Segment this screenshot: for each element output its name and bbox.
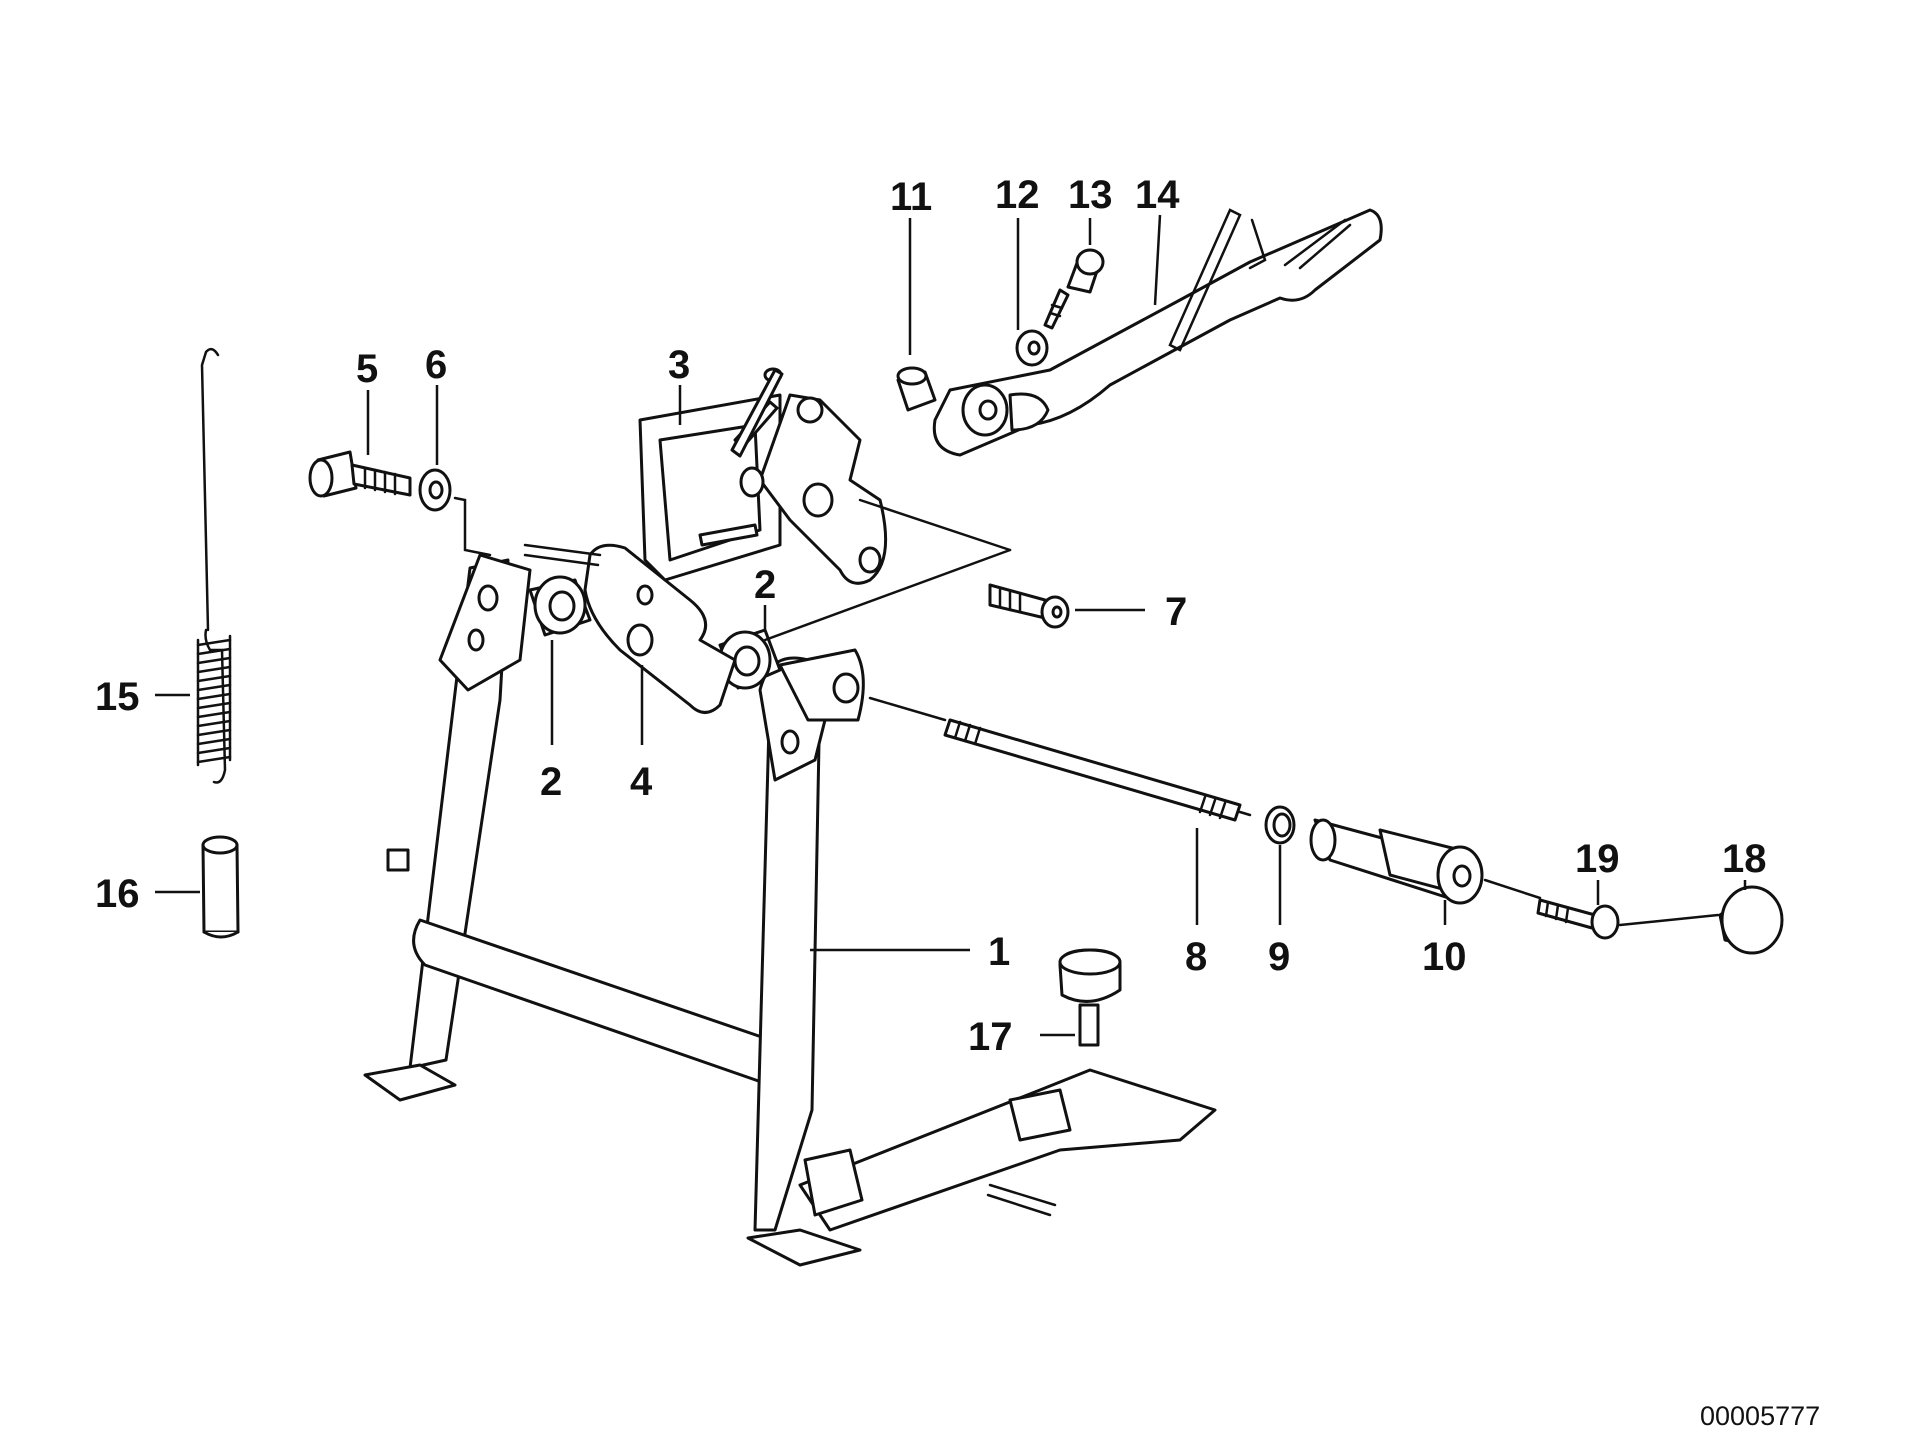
washer-part-6 <box>418 468 492 557</box>
callout-16: 16 <box>95 872 140 916</box>
spacer-sleeve-part-10 <box>1309 818 1542 905</box>
bolt-part-5 <box>308 450 412 498</box>
callout-12: 12 <box>995 173 1040 217</box>
spring-part-15 <box>196 347 232 784</box>
callout-labels: 11 12 13 14 5 6 3 7 2 2 4 15 16 1 8 9 10… <box>95 173 1767 1059</box>
callout-15: 15 <box>95 675 140 719</box>
leader-lines <box>155 214 1747 1037</box>
rubber-buffer-part-17 <box>1058 948 1122 1047</box>
callout-1: 1 <box>988 930 1010 974</box>
callout-11: 11 <box>890 175 932 219</box>
cap-part-18 <box>1718 885 1784 955</box>
sleeve-part-16 <box>201 835 240 939</box>
link-plate-part-4 <box>523 543 737 714</box>
callout-17: 17 <box>968 1015 1013 1059</box>
spring-coils <box>196 634 232 767</box>
callout-10: 10 <box>1422 935 1467 979</box>
drawing-number: 00005777 <box>1700 1401 1820 1431</box>
screw-part-7 <box>988 583 1070 629</box>
callout-6: 6 <box>425 343 447 387</box>
center-stand-part-1 <box>363 553 1217 1267</box>
bolt-part-13 <box>1043 248 1105 330</box>
callout-9: 9 <box>1268 935 1290 979</box>
callout-8: 8 <box>1185 935 1207 979</box>
callout-2-right: 2 <box>754 563 776 607</box>
callout-13: 13 <box>1068 173 1113 217</box>
sleeve-part-11 <box>896 366 937 412</box>
ring-part-9 <box>1264 805 1296 845</box>
callout-7: 7 <box>1165 590 1187 634</box>
threaded-rod-part-8 <box>868 696 1252 822</box>
callout-2-left: 2 <box>540 760 562 804</box>
callout-5: 5 <box>356 347 378 391</box>
callout-19: 19 <box>1575 837 1620 881</box>
callout-14: 14 <box>1135 173 1180 217</box>
bracket-part-3 <box>638 367 1012 642</box>
callout-3: 3 <box>668 343 690 387</box>
callout-18: 18 <box>1722 837 1767 881</box>
screw-part-19 <box>1536 898 1720 940</box>
lever-arm-part-14 <box>932 208 1383 457</box>
washer-part-12 <box>1015 329 1049 367</box>
callout-4: 4 <box>630 760 653 804</box>
bushing-part-2-left <box>528 575 592 637</box>
